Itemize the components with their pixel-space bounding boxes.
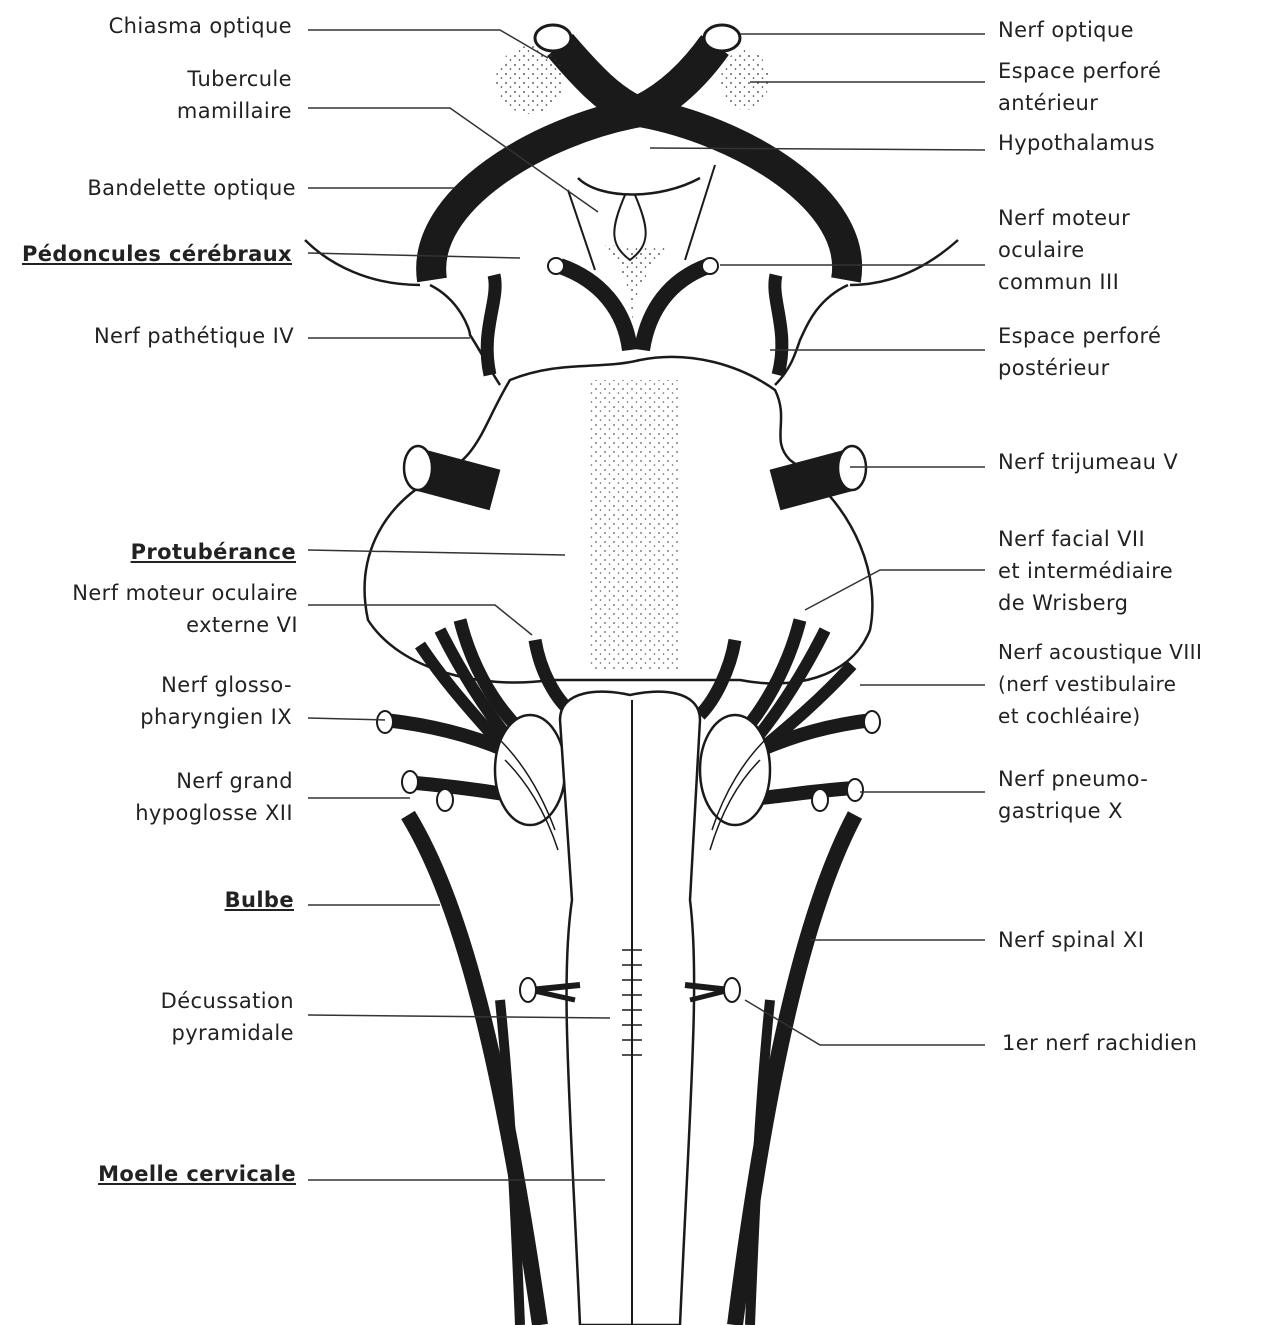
label-nerf-spinal: Nerf spinal XI — [998, 924, 1144, 956]
label-premier-nerf-rachidien: 1er nerf rachidien — [1002, 1027, 1197, 1059]
label-hypothalamus: Hypothalamus — [998, 127, 1155, 159]
label-bandelette-optique: Bandelette optique — [20, 172, 296, 204]
anterior-perforated-space-right — [721, 50, 769, 110]
label-bulbe: Bulbe — [20, 884, 294, 916]
medulla-spinal-cord — [560, 692, 700, 1325]
label-pedoncules-cerebraux: Pédoncules cérébraux — [5, 238, 292, 270]
label-moelle-cervicale: Moelle cervicale — [20, 1158, 296, 1190]
label-nerf-pathetique: Nerf pathétique IV — [20, 320, 294, 352]
label-nerf-optique: Nerf optique — [998, 14, 1134, 46]
label-nerf-trijumeau: Nerf trijumeau V — [998, 446, 1178, 478]
label-nerf-glosso-pharyngien: Nerf glosso-pharyngien IX — [20, 669, 292, 733]
anterior-perforated-space-left — [496, 46, 564, 114]
label-nerf-pneumogastrique: Nerf pneumo-gastrique X — [998, 763, 1148, 827]
label-chiasma-optique: Chiasma optique — [20, 10, 292, 42]
label-protuberance: Protubérance — [20, 536, 296, 568]
